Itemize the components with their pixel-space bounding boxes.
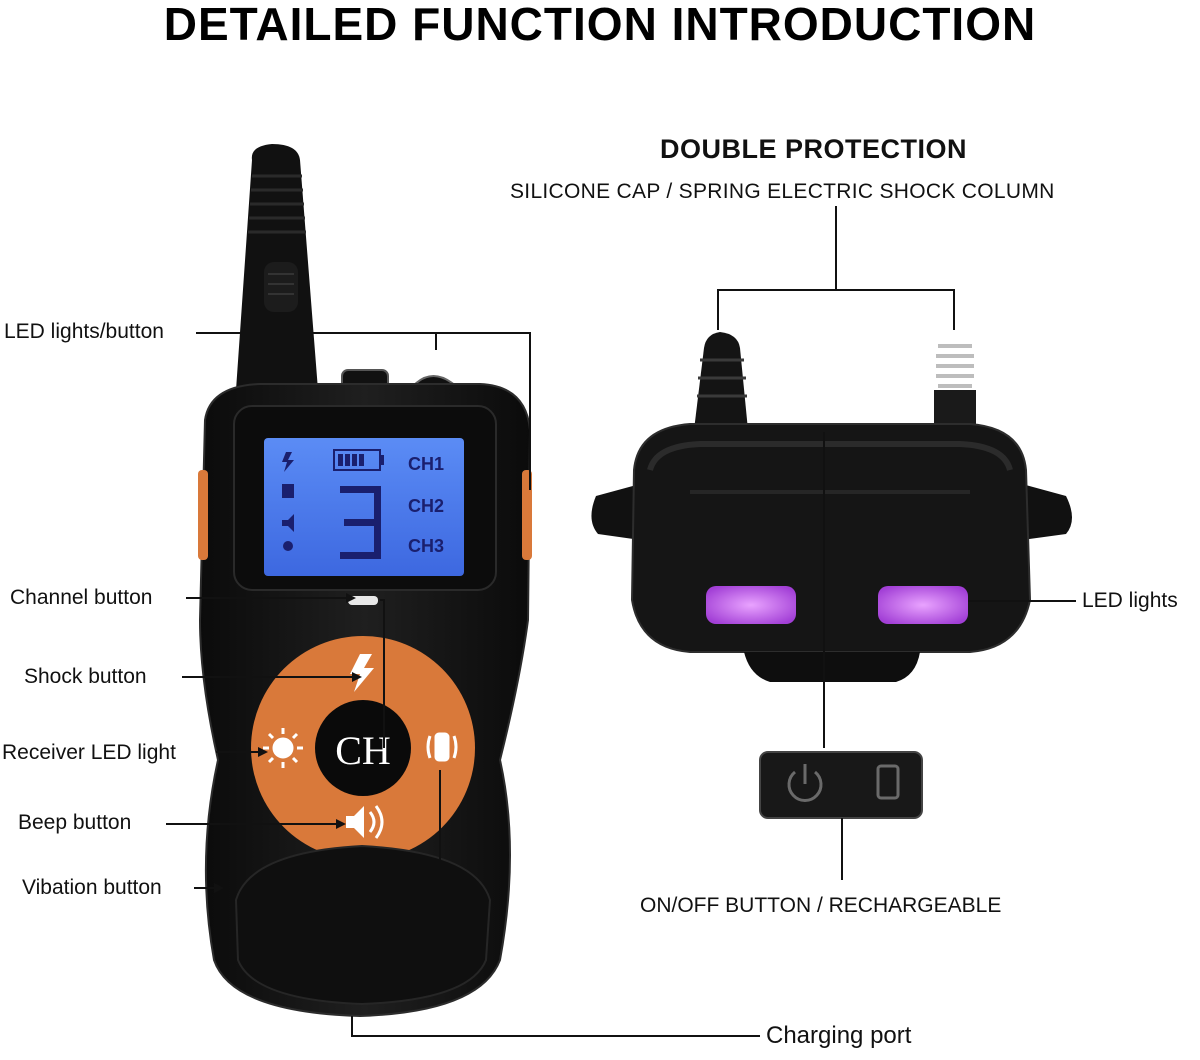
receiver-led-right — [878, 586, 968, 624]
speaker-icon — [346, 805, 384, 839]
shock-icon — [350, 654, 374, 692]
vibration-icon — [426, 732, 458, 762]
label-receiver-led-light: Receiver LED light — [2, 741, 176, 764]
strap-tab-left — [591, 484, 640, 540]
label-shock-button: Shock button — [24, 665, 147, 688]
lcd-digit-segments — [340, 486, 381, 559]
sun-icon — [263, 728, 303, 768]
lcd-ch1: CH1 — [408, 454, 444, 474]
receiver-bottom — [744, 652, 920, 682]
label-charging-port: Charging port — [766, 1022, 912, 1049]
callout-lines — [166, 206, 1076, 1037]
label-led-lights-button: LED lights/button — [4, 320, 164, 343]
double-protection-caption: SILICONE CAP / SPRING ELECTRIC SHOCK COL… — [510, 180, 1055, 203]
callout-markers — [214, 593, 362, 893]
collar-receiver — [591, 332, 1072, 819]
label-on-off-rechargeable: ON/OFF BUTTON / RECHARGEABLE — [640, 894, 1002, 917]
label-vibation-button: Vibation button — [22, 876, 162, 899]
lcd-screen — [264, 438, 464, 576]
receiver-housing — [630, 423, 1032, 653]
double-protection-heading: DOUBLE PROTECTION — [660, 134, 968, 164]
label-beep-button: Beep button — [18, 811, 132, 834]
lcd-ch2: CH2 — [408, 496, 444, 516]
charging-port-icon — [876, 764, 900, 800]
remote-transmitter: CH1 CH2 CH3 CH — [198, 144, 532, 1018]
silicone-probe — [694, 332, 748, 430]
receiver-led-left — [706, 586, 796, 624]
ch-button — [315, 700, 411, 796]
strap-tab-right — [1022, 484, 1072, 540]
page-title: DETAILED FUNCTION INTRODUCTION — [163, 0, 1037, 50]
spring-probe — [934, 344, 976, 434]
battery-icon — [333, 449, 384, 471]
remote-grip — [234, 844, 492, 1006]
label-channel-button: Channel button — [10, 586, 153, 609]
label-led-lights: LED lights — [1082, 589, 1178, 612]
antenna — [236, 144, 318, 390]
power-icon — [787, 764, 823, 802]
lcd-ch3: CH3 — [408, 536, 444, 556]
lcd-mode-icons — [282, 452, 294, 551]
ch-button-label: CH — [335, 728, 391, 773]
